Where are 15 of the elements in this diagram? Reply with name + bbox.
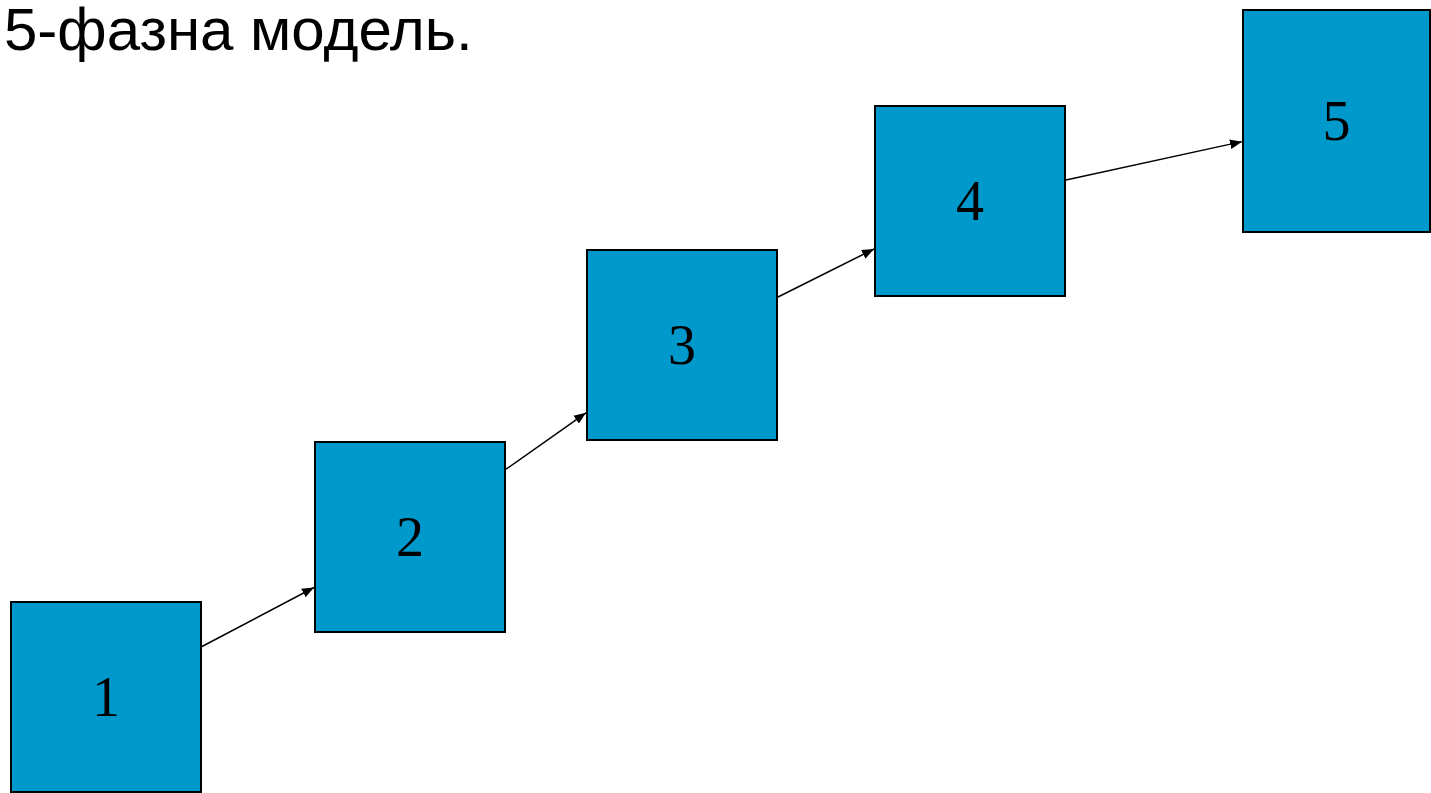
phase-number: 1 [92, 665, 120, 730]
phase-number: 4 [956, 169, 984, 234]
arrow [777, 248, 875, 298]
arrow [201, 586, 315, 648]
phase-box [10, 601, 202, 793]
arrow [1065, 139, 1243, 181]
phase-number: 2 [396, 505, 424, 570]
title: 5-фазна модель. [4, 0, 473, 65]
phase-number: 3 [668, 313, 696, 378]
phase-box [1242, 9, 1431, 233]
phase-box [586, 249, 778, 441]
phase-number: 5 [1322, 89, 1351, 154]
phase-box [874, 105, 1066, 297]
phase-box [314, 441, 506, 633]
arrow [505, 412, 587, 470]
